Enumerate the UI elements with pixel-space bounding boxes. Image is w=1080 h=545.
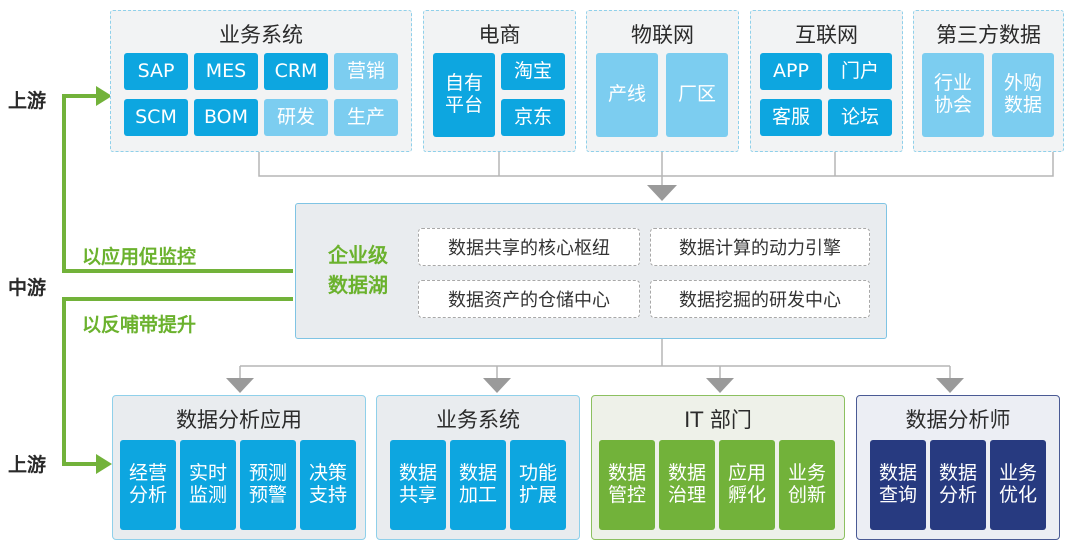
consumer-title: 业务系统: [436, 408, 520, 432]
tile-portal: 门户: [828, 53, 892, 90]
source-title: 互联网: [795, 23, 858, 47]
source-business-systems: 业务系统 SAP MES CRM 营销 SCM BOM 研发 生产: [110, 10, 412, 152]
lake-role-storage-center: 数据资产的仓储中心: [418, 280, 640, 318]
side-label-upstream-top: 上游: [8, 90, 47, 112]
arrow-to-business: [483, 378, 511, 393]
feedback-arrow-upper: [62, 94, 293, 273]
tile-business-innovation: 业务 创新: [779, 440, 835, 530]
flow-label-upper: 以应用促监控: [82, 246, 197, 268]
tile-forecast-warning: 预测 预警: [240, 440, 296, 530]
source-third-party-data: 第三方数据 行业 协会 外购 数据: [913, 10, 1064, 152]
source-title: 业务系统: [219, 23, 303, 47]
consumer-title: IT 部门: [684, 408, 752, 432]
consumer-data-analytics-apps: 数据分析应用 经营 分析 实时 监测 预测 预警 决策 支持: [112, 395, 366, 540]
source-title: 第三方数据: [936, 23, 1041, 47]
tile-sap: SAP: [124, 53, 188, 90]
side-label-upstream-bottom: 上游: [8, 454, 47, 476]
tile-marketing: 营销: [334, 53, 398, 90]
tile-crm: CRM: [264, 53, 328, 90]
top-connector-bus: [258, 152, 1054, 177]
consumer-business-systems: 业务系统 数据 共享 数据 加工 功能 扩展: [376, 395, 580, 540]
lake-role-compute-engine: 数据计算的动力引擎: [650, 228, 870, 266]
tile-data-control: 数据 管控: [599, 440, 655, 530]
feedback-arrow-lower: [62, 297, 293, 466]
arrow-to-sources: [96, 86, 112, 106]
tile-bom: BOM: [194, 99, 258, 136]
data-lake-title: 企业级 数据湖: [328, 243, 388, 297]
consumer-title: 数据分析应用: [176, 408, 302, 432]
tile-feature-extension: 功能 扩展: [510, 440, 566, 530]
arrow-into-lake: [647, 185, 677, 201]
source-internet: 互联网 APP 门户 客服 论坛: [750, 10, 903, 152]
arrow-to-analyst: [936, 378, 964, 393]
consumer-data-analysts: 数据分析师 数据 查询 数据 分析 业务 优化: [856, 395, 1060, 540]
enterprise-data-lake: 企业级 数据湖 数据共享的核心枢纽 数据计算的动力引擎 数据资产的仓储中心 数据…: [295, 203, 887, 339]
arrow-to-consumers: [96, 454, 112, 474]
source-title: 物联网: [631, 23, 694, 47]
tile-forum: 论坛: [828, 99, 892, 136]
tile-scm: SCM: [124, 99, 188, 136]
tile-rnd: 研发: [264, 99, 328, 136]
consumer-title: 数据分析师: [905, 408, 1011, 432]
tile-data-processing: 数据 加工: [450, 440, 506, 530]
arrow-to-analytics: [226, 378, 254, 393]
tile-realtime-monitoring: 实时 监测: [180, 440, 236, 530]
tile-customer-service: 客服: [760, 99, 822, 136]
consumer-it-department: IT 部门 数据 管控 数据 治理 应用 孵化 业务 创新: [591, 395, 845, 540]
tile-decision-support: 决策 支持: [300, 440, 356, 530]
tile-data-sharing: 数据 共享: [390, 440, 446, 530]
tile-own-platform: 自有 平台: [433, 53, 495, 137]
source-iot: 物联网 产线 厂区: [586, 10, 739, 152]
flow-label-lower: 以反哺带提升: [82, 314, 197, 336]
tile-industry-association: 行业 协会: [922, 53, 984, 137]
tile-jd: 京东: [501, 99, 565, 136]
tile-plant-area: 厂区: [666, 53, 728, 137]
source-title: 电商: [478, 23, 521, 47]
tile-purchased-data: 外购 数据: [992, 53, 1054, 137]
tile-mes: MES: [194, 53, 258, 90]
tile-app: APP: [760, 53, 822, 90]
lake-role-sharing-hub: 数据共享的核心枢纽: [418, 228, 640, 266]
tile-business-optimization: 业务 优化: [990, 440, 1046, 530]
tile-business-analysis: 经营 分析: [120, 440, 176, 530]
tile-data-query: 数据 查询: [870, 440, 926, 530]
tile-production: 生产: [334, 99, 398, 136]
tile-taobao: 淘宝: [501, 53, 565, 90]
tile-production-line: 产线: [596, 53, 658, 137]
lake-role-mining-center: 数据挖掘的研发中心: [650, 280, 870, 318]
tile-data-governance: 数据 治理: [659, 440, 715, 530]
source-ecommerce: 电商 自有 平台 淘宝 京东: [423, 10, 576, 152]
tile-app-incubation: 应用 孵化: [719, 440, 775, 530]
tile-data-analysis: 数据 分析: [930, 440, 986, 530]
arrow-to-it: [706, 378, 734, 393]
side-label-midstream: 中游: [8, 277, 47, 299]
